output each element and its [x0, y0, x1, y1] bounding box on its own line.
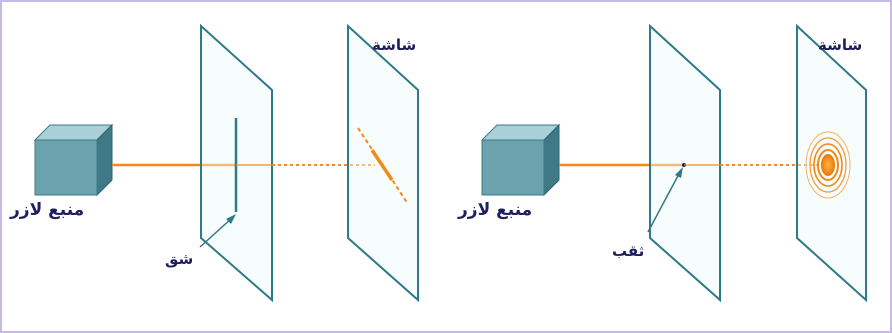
right-laser-source [480, 123, 561, 197]
left-slit-label: شق [165, 250, 194, 268]
right-hole-pointer [647, 167, 683, 233]
left-laser-source-label: منبع لازر [10, 200, 85, 220]
right-hole-plane [649, 23, 721, 303]
left-screen-label: شاشة [372, 36, 417, 54]
left-laser-source [33, 123, 114, 197]
right-diffraction-rings [805, 131, 851, 199]
left-setup [33, 23, 419, 303]
left-diffraction-center [370, 149, 394, 181]
right-screen-label: شاشة [818, 36, 863, 54]
right-laser-source-label: منبع لازر [458, 200, 533, 220]
left-screen-plane [347, 23, 419, 303]
right-setup [480, 23, 867, 303]
left-slit-pointer [199, 214, 236, 248]
right-hole-label: ثقب [612, 242, 645, 260]
